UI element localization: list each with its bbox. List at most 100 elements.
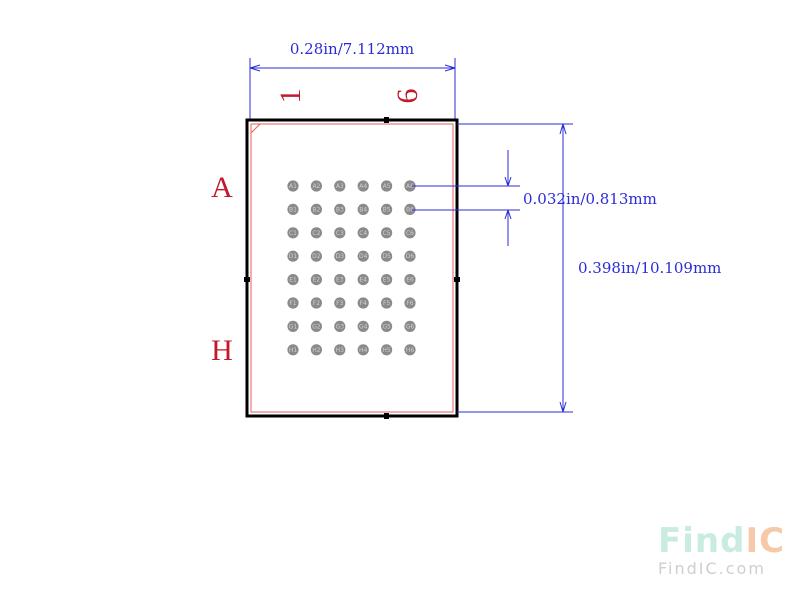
ball-label-B4: B4: [359, 206, 367, 213]
ball-B3: [334, 203, 346, 215]
ball-label-G5: G5: [382, 323, 391, 330]
width-arrow-right: [444, 64, 456, 72]
ball-G4: [357, 320, 369, 332]
ball-B4: [357, 203, 369, 215]
center-mark-right: [454, 277, 460, 282]
ball-A1: [287, 180, 299, 192]
ball-D3: [334, 250, 346, 262]
watermark-logo-find: Find: [658, 521, 745, 561]
ball-label-D3: D3: [336, 253, 345, 260]
ball-F2: [310, 297, 322, 309]
ball-label-H1: H1: [289, 347, 298, 354]
ball-D6: [404, 250, 416, 262]
package-outline: [245, 118, 459, 418]
ball-C2: [310, 227, 322, 239]
ball-E5: [381, 274, 393, 286]
ball-label-E1: E1: [289, 277, 297, 284]
height-arrow-top: [559, 123, 567, 135]
ball-label-F2: F2: [313, 300, 320, 307]
ball-G1: [287, 320, 299, 332]
width-dimension: 0.28in/7.112mm: [249, 40, 456, 120]
ball-label-F1: F1: [289, 300, 296, 307]
ball-label-C1: C1: [289, 230, 297, 237]
pitch-dim-text: 0.032in/0.813mm: [523, 190, 657, 208]
ball-label-E4: E4: [359, 277, 367, 284]
center-mark-top: [384, 117, 389, 123]
ball-D2: [310, 250, 322, 262]
ball-label-A3: A3: [336, 183, 344, 190]
ball-label-C5: C5: [383, 230, 391, 237]
ball-D4: [357, 250, 369, 262]
ball-label-H3: H3: [336, 347, 345, 354]
ball-C4: [357, 227, 369, 239]
ball-label-A5: A5: [383, 183, 391, 190]
ball-label-D1: D1: [289, 253, 298, 260]
ball-label-A4: A4: [359, 183, 367, 190]
ball-label-C3: C3: [336, 230, 344, 237]
watermark-url: FindIC.com: [658, 559, 766, 578]
ball-A6: [404, 180, 416, 192]
ball-A3: [334, 180, 346, 192]
ball-B6: [404, 203, 416, 215]
ball-label-F6: F6: [406, 300, 413, 307]
ball-F5: [381, 297, 393, 309]
width-dim-text: 0.28in/7.112mm: [290, 40, 414, 58]
ball-label-C2: C2: [312, 230, 320, 237]
ball-label-H5: H5: [382, 347, 391, 354]
ball-C5: [381, 227, 393, 239]
ball-label-C4: C4: [359, 230, 367, 237]
height-dimension: 0.398in/10.109mm: [457, 123, 721, 413]
ball-E2: [310, 274, 322, 286]
height-arrow-bottom: [559, 401, 567, 413]
ball-label-E2: E2: [313, 277, 321, 284]
ball-G2: [310, 320, 322, 332]
ball-label-D2: D2: [312, 253, 321, 260]
ball-E3: [334, 274, 346, 286]
ball-B2: [310, 203, 322, 215]
ball-label-G1: G1: [289, 323, 298, 330]
ball-label-A6: A6: [406, 183, 414, 190]
center-mark-bottom: [384, 413, 389, 419]
ball-label-D5: D5: [382, 253, 391, 260]
ball-label-F5: F5: [383, 300, 390, 307]
ball-D5: [381, 250, 393, 262]
pin1-chamfer: [250, 123, 261, 134]
ball-label-A1: A1: [289, 183, 297, 190]
findic-watermark: FindIC FindIC.com: [658, 521, 784, 578]
pitch-dimension: 0.032in/0.813mm: [412, 150, 657, 246]
ball-E4: [357, 274, 369, 286]
ball-label-G3: G3: [336, 323, 345, 330]
pitch-arrow-bottom: [504, 209, 512, 220]
column-label-first: 1: [274, 89, 307, 104]
ball-label-C6: C6: [406, 230, 414, 237]
row-label-first: A: [211, 171, 233, 204]
ball-A4: [357, 180, 369, 192]
ball-F3: [334, 297, 346, 309]
ball-label-B2: B2: [312, 206, 320, 213]
ball-B1: [287, 203, 299, 215]
ball-E1: [287, 274, 299, 286]
ball-H5: [381, 344, 393, 356]
ball-H4: [357, 344, 369, 356]
ball-label-H4: H4: [359, 347, 368, 354]
ball-label-D6: D6: [406, 253, 415, 260]
ball-D1: [287, 250, 299, 262]
ball-label-B1: B1: [289, 206, 297, 213]
ball-label-B5: B5: [383, 206, 391, 213]
ball-label-E5: E5: [383, 277, 391, 284]
ball-F6: [404, 297, 416, 309]
ball-E6: [404, 274, 416, 286]
ball-A5: [381, 180, 393, 192]
ball-C1: [287, 227, 299, 239]
ball-H2: [310, 344, 322, 356]
ball-label-B6: B6: [406, 206, 414, 213]
ball-label-G6: G6: [406, 323, 415, 330]
ball-label-B3: B3: [336, 206, 344, 213]
ball-H1: [287, 344, 299, 356]
ball-label-A2: A2: [312, 183, 320, 190]
package-inner-outline: [250, 123, 454, 413]
ball-B5: [381, 203, 393, 215]
ball-F1: [287, 297, 299, 309]
ball-label-F4: F4: [360, 300, 367, 307]
